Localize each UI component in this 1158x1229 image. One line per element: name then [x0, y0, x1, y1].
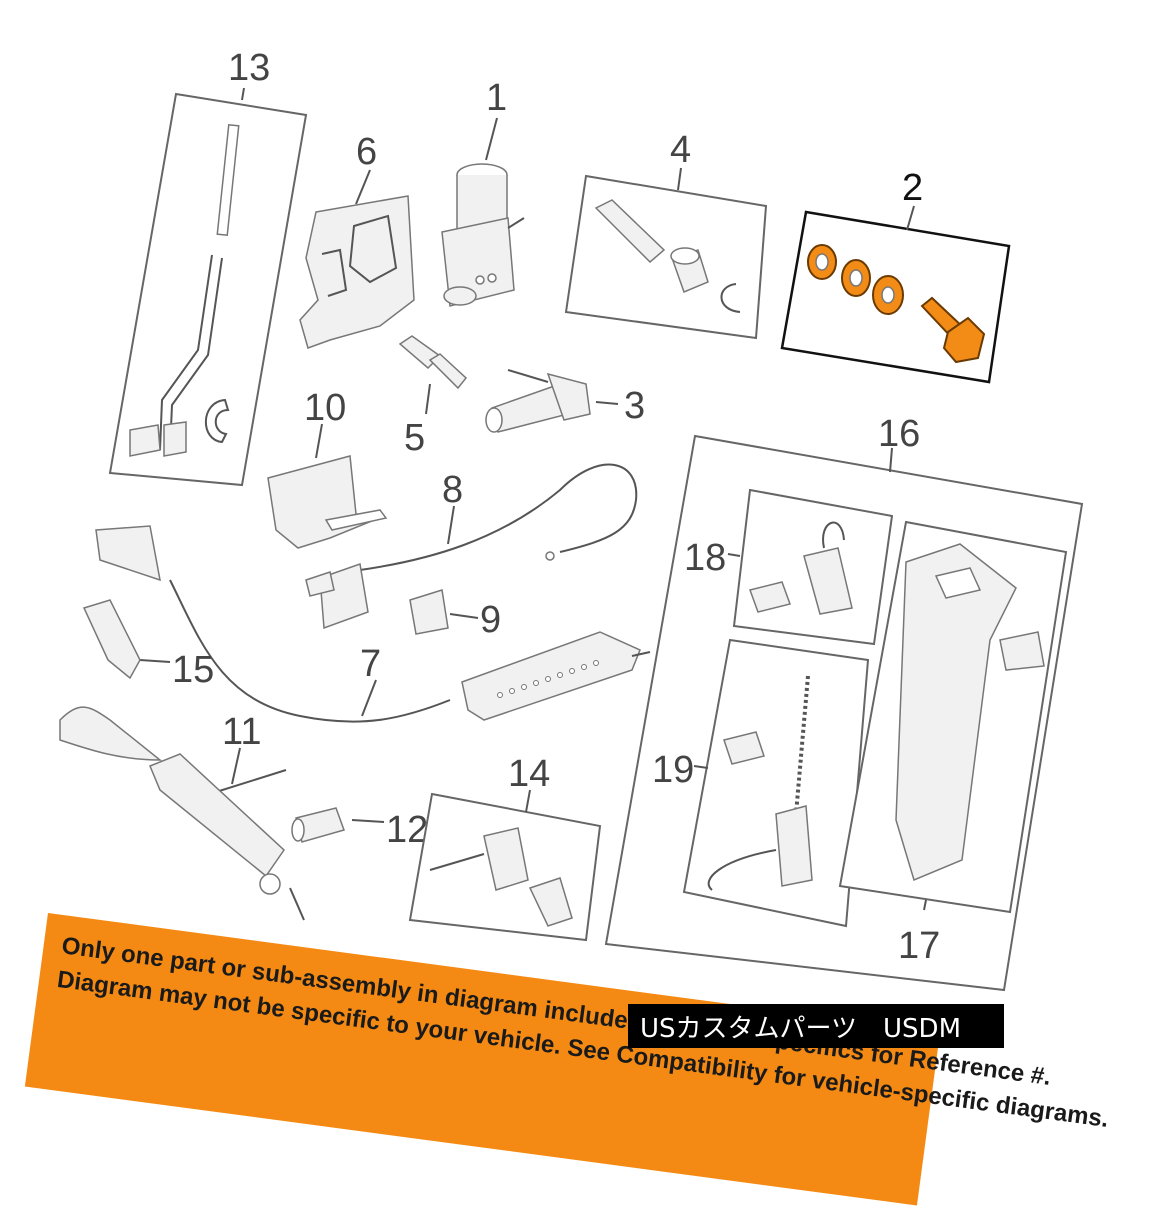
- part-15-group: 15: [82, 525, 214, 691]
- callout-1: 1: [486, 77, 507, 119]
- bolt-head: [942, 316, 986, 364]
- callout-8: 8: [442, 469, 463, 511]
- part-9-group: 9: [409, 589, 501, 641]
- actuator-holes: [497, 660, 599, 698]
- part-10-group: 10: [267, 387, 388, 549]
- callout-7: 7: [360, 643, 381, 685]
- part-6-group: 6: [299, 131, 415, 349]
- callout-15: 15: [172, 649, 214, 691]
- callout-10: 10: [304, 387, 346, 429]
- callout-19: 19: [652, 749, 694, 791]
- part-3-group: 3: [485, 369, 645, 433]
- part-13-group: 13: [108, 47, 308, 487]
- part-1-group: 1: [441, 77, 525, 307]
- part-7-group: 7: [169, 579, 651, 723]
- part-4-group: 4: [564, 129, 768, 340]
- callout-9: 9: [480, 599, 501, 641]
- parts-diagram: 13 6 1 4 2: [59, 47, 1084, 992]
- callout-16: 16: [878, 413, 920, 455]
- part-12-group: 12: [291, 807, 428, 851]
- part-16-group: 16 18 19 17: [604, 413, 1084, 992]
- part-2-group: 2: [780, 167, 1011, 384]
- watermark-label: USカスタムパーツ USDM: [628, 1004, 1004, 1048]
- callout-14: 14: [508, 753, 550, 795]
- part-14-group: 14: [408, 753, 602, 942]
- part-8-group: 8: [305, 463, 638, 630]
- callout-6: 6: [356, 131, 377, 173]
- callout-12: 12: [386, 809, 428, 851]
- callout-3: 3: [624, 385, 645, 427]
- callout-5: 5: [404, 417, 425, 459]
- callout-11: 11: [222, 711, 261, 753]
- callout-18: 18: [684, 537, 726, 579]
- part-5-group: 5: [398, 335, 468, 459]
- callout-2: 2: [902, 167, 923, 209]
- callout-13: 13: [228, 47, 270, 89]
- callout-17: 17: [898, 925, 940, 967]
- part-11-group: 11: [59, 706, 305, 921]
- callout-4: 4: [670, 129, 691, 171]
